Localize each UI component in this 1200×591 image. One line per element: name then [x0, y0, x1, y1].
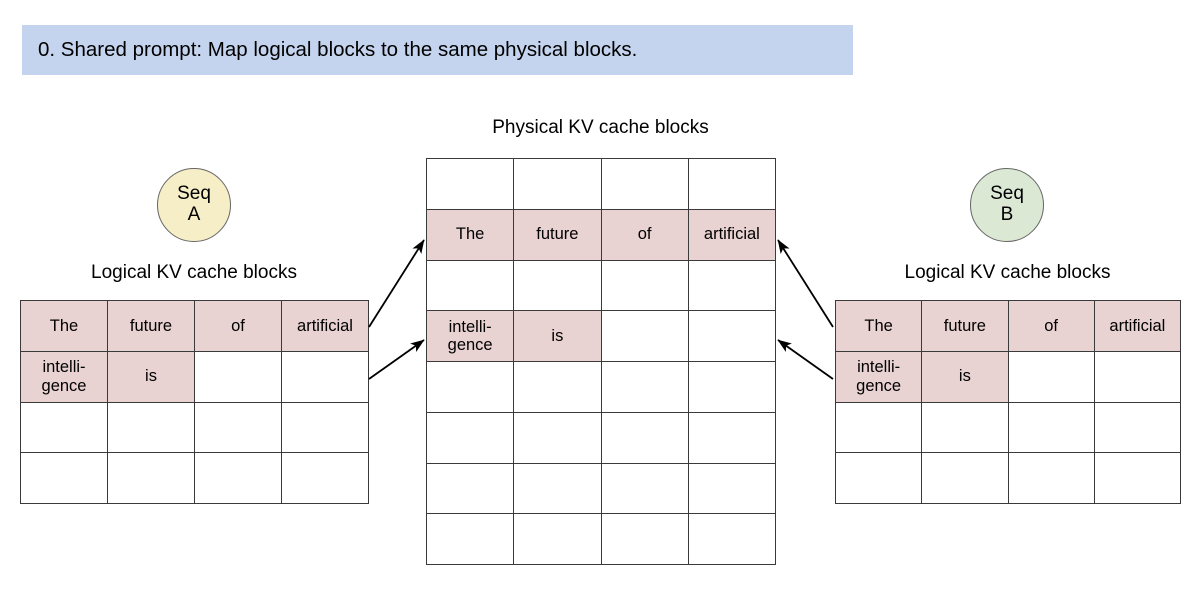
logical-right-row: [834, 452, 1182, 504]
physical-cell-r7c4: [687, 462, 777, 515]
physical-cell-r1c4: [687, 158, 777, 210]
logical-left-cell-r2c2: is: [107, 350, 195, 403]
seq-a-label-top: Seq: [177, 183, 211, 205]
seq-b-label-bottom: B: [1000, 204, 1014, 225]
physical-cell-r3c4: [687, 259, 777, 312]
physical-row: [425, 259, 777, 312]
physical-cell-r4c4: [687, 310, 777, 362]
physical-cell-r6c1: [425, 411, 515, 464]
logical-right-row: [834, 401, 1182, 454]
arrow-right-row1-to-physical-row2: [777, 239, 834, 328]
logical-right-cell-r2c1: intelli-gence: [834, 350, 923, 403]
physical-cell-r1c3: [600, 158, 689, 210]
prompt-banner-text: 0. Shared prompt: Map logical blocks to …: [38, 37, 638, 61]
physical-cell-r1c1: [425, 158, 515, 210]
logical-left-cell-r2c4: [281, 350, 369, 403]
logical-left-cell-r1c2: future: [107, 300, 195, 352]
logical-left-cell-r4c3: [194, 452, 282, 504]
physical-row: [425, 158, 777, 210]
physical-row: [425, 361, 777, 413]
physical-cell-r4c1: intelli-gence: [425, 310, 515, 362]
physical-cell-r8c2: [513, 513, 602, 565]
physical-cell-r4c2: is: [513, 310, 602, 362]
logical-right-cell-r1c4: artificial: [1093, 300, 1182, 352]
physical-blocks-title: Physical KV cache blocks: [492, 117, 709, 138]
physical-row: [425, 411, 777, 464]
physical-cell-r6c4: [687, 411, 777, 464]
logical-left-cell-r4c1: [20, 452, 108, 504]
logical-left-cell-r4c4: [281, 452, 369, 504]
physical-cell-r8c1: [425, 513, 515, 565]
physical-cell-r6c2: [513, 411, 602, 464]
physical-cell-r2c2: future: [513, 208, 602, 261]
seq-b-label-top: Seq: [990, 183, 1024, 205]
logical-right-cell-r1c1: The: [834, 300, 923, 352]
logical-left-row: [20, 401, 369, 454]
physical-cell-r5c4: [687, 361, 777, 413]
logical-right-cell-r2c3: [1007, 350, 1095, 403]
physical-cell-r2c3: of: [600, 208, 689, 261]
logical-left-row: [20, 452, 369, 504]
logical-right-cell-r4c4: [1093, 452, 1182, 504]
arrow-left-row2-to-physical-row4: [368, 339, 425, 380]
logical-right-cell-r3c1: [834, 401, 923, 454]
arrow-left-row1-to-physical-row2: [368, 239, 425, 328]
physical-row: [425, 513, 777, 565]
physical-cell-r2c1: The: [425, 208, 515, 261]
logical-left-cell-r2c1: intelli-gence: [20, 350, 108, 403]
logical-right-cell-r3c3: [1007, 401, 1095, 454]
physical-cell-r5c2: [513, 361, 602, 413]
physical-cell-r5c1: [425, 361, 515, 413]
logical-right-cell-r4c1: [834, 452, 923, 504]
logical-right-cell-r3c4: [1093, 401, 1182, 454]
logical-left-cell-r3c1: [20, 401, 108, 454]
physical-cell-r3c1: [425, 259, 515, 312]
physical-cell-r4c3: [600, 310, 689, 362]
logical-blocks-title-left: Logical KV cache blocks: [91, 262, 297, 283]
physical-cell-r7c1: [425, 462, 515, 515]
physical-cell-r1c2: [513, 158, 602, 210]
physical-row: [425, 462, 777, 515]
seq-a-badge: Seq A: [157, 168, 231, 242]
logical-blocks-title-right: Logical KV cache blocks: [904, 262, 1111, 283]
physical-cell-r7c3: [600, 462, 689, 515]
physical-cell-r2c4: artificial: [687, 208, 777, 261]
logical-left-cell-r4c2: [107, 452, 195, 504]
logical-left-cell-r3c4: [281, 401, 369, 454]
arrow-right-row2-to-physical-row4: [777, 339, 834, 380]
seq-a-label-bottom: A: [187, 204, 201, 225]
physical-cell-r7c2: [513, 462, 602, 515]
logical-left-cell-r1c3: of: [194, 300, 282, 352]
prompt-banner: 0. Shared prompt: Map logical blocks to …: [22, 25, 853, 75]
logical-right-cell-r2c2: is: [921, 350, 1009, 403]
logical-left-cell-r1c4: artificial: [281, 300, 369, 352]
logical-right-cell-r3c2: [921, 401, 1009, 454]
physical-cell-r6c3: [600, 411, 689, 464]
logical-left-cell-r1c1: The: [20, 300, 108, 352]
physical-cell-r8c3: [600, 513, 689, 565]
logical-left-cell-r3c2: [107, 401, 195, 454]
physical-cell-r5c3: [600, 361, 689, 413]
logical-right-cell-r1c2: future: [921, 300, 1009, 352]
physical-cell-r8c4: [687, 513, 777, 565]
logical-right-cell-r2c4: [1093, 350, 1182, 403]
physical-cell-r3c2: [513, 259, 602, 312]
logical-right-cell-r4c3: [1007, 452, 1095, 504]
seq-b-badge: Seq B: [970, 168, 1044, 242]
logical-right-cell-r1c3: of: [1007, 300, 1095, 352]
logical-left-cell-r2c3: [194, 350, 282, 403]
physical-cell-r3c3: [600, 259, 689, 312]
logical-right-cell-r4c2: [921, 452, 1009, 504]
logical-left-cell-r3c3: [194, 401, 282, 454]
